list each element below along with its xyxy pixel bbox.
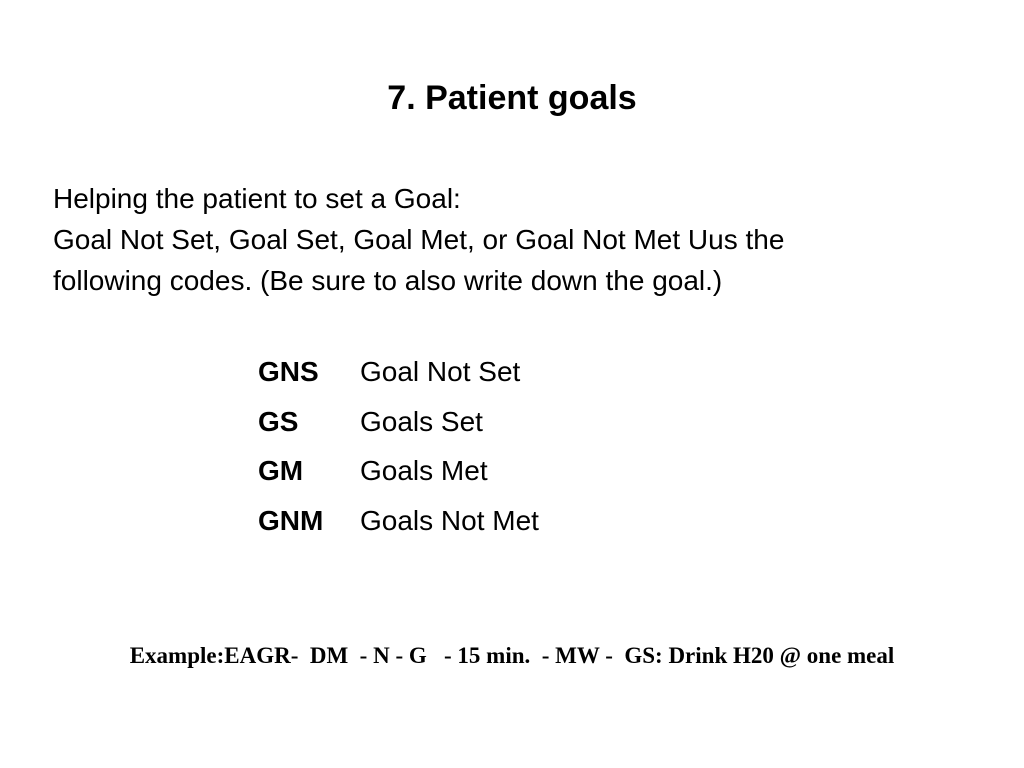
goal-code-abbreviation: GNS bbox=[258, 356, 319, 387]
goal-code-description: Goals Met bbox=[360, 455, 488, 486]
example-text: Example:EAGR- DM - N - G - 15 min. - MW … bbox=[129, 643, 895, 668]
goal-code-description: Goals Set bbox=[360, 405, 483, 437]
goal-code-row: GNM Goals Not Met bbox=[258, 496, 539, 546]
goal-code-abbreviation: GS bbox=[258, 405, 299, 437]
intro-line: Goal Not Set, Goal Set, Goal Met, or Goa… bbox=[53, 224, 785, 255]
goal-code-abbreviation: GNM bbox=[258, 504, 324, 536]
goal-code-row: GM Goals Met bbox=[258, 446, 539, 496]
goal-code-description: Goal Not Set bbox=[360, 356, 521, 387]
goal-code-row: GNS Goal Not Set bbox=[258, 347, 539, 397]
intro-paragraph: Helping the patient to set a Goal: Goal … bbox=[53, 178, 993, 301]
slide-title: 7. Patient goals bbox=[387, 79, 637, 117]
goal-code-row: GS Goals Set bbox=[258, 397, 539, 447]
goal-code-abbreviation: GM bbox=[258, 455, 304, 486]
goal-code-description: Goals Not Met bbox=[360, 504, 539, 536]
intro-line: Helping the patient to set a Goal: bbox=[53, 183, 461, 214]
goal-codes-list: GNS Goal Not Set GS Goals Set GM Goals M… bbox=[258, 347, 539, 545]
intro-line: following codes. (Be sure to also write … bbox=[53, 265, 723, 296]
